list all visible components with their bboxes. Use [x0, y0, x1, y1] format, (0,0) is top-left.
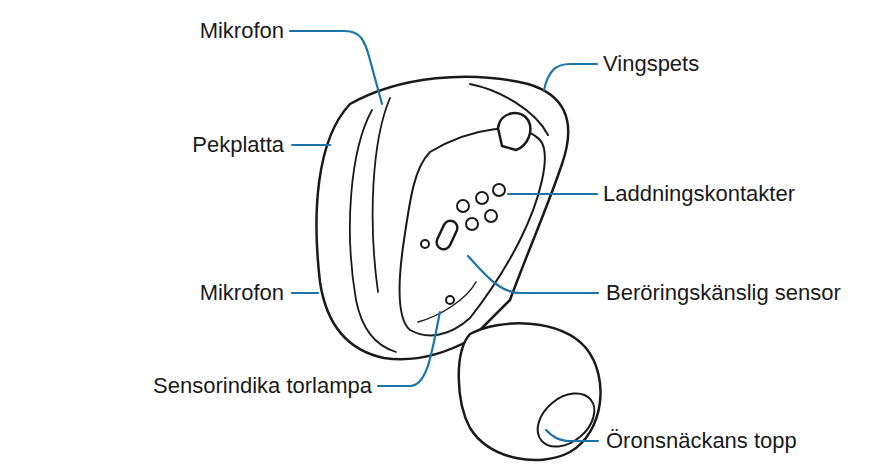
leader-line: [378, 312, 440, 386]
charging-contact: [476, 192, 488, 204]
part-label: Beröringskänslig sensor: [606, 280, 841, 306]
part-label: Sensorindika torlampa: [153, 373, 372, 399]
earbud-shell: [316, 77, 568, 359]
leader-line: [292, 144, 330, 146]
charging-contact: [485, 210, 497, 222]
ear-tip-opening: [527, 383, 604, 458]
wing-tip-mark: [498, 113, 530, 150]
sensor-dot: [421, 240, 429, 248]
charging-contact: [466, 218, 478, 230]
leader-line: [546, 430, 598, 441]
charging-contact: [457, 200, 469, 212]
leader-line: [544, 64, 597, 90]
charging-contact: [493, 184, 505, 196]
leader-line: [468, 256, 598, 293]
front-face: [399, 129, 544, 336]
part-label: Vingspets: [603, 51, 699, 77]
touch-sensor: [434, 218, 459, 251]
sensor-indicator: [446, 296, 454, 304]
shell-rim: [373, 98, 390, 292]
part-label: Pekplatta: [192, 132, 284, 158]
part-label: Mikrofon: [200, 18, 284, 44]
leader-line: [290, 31, 382, 104]
part-label: Öronsnäckans topp: [606, 428, 797, 454]
leader-line: [292, 292, 318, 294]
ear-tip: [459, 323, 601, 460]
part-label: Laddningskontakter: [603, 181, 795, 207]
leader-line: [508, 193, 597, 195]
face-line: [418, 282, 476, 322]
part-label: Mikrofon: [200, 280, 284, 306]
